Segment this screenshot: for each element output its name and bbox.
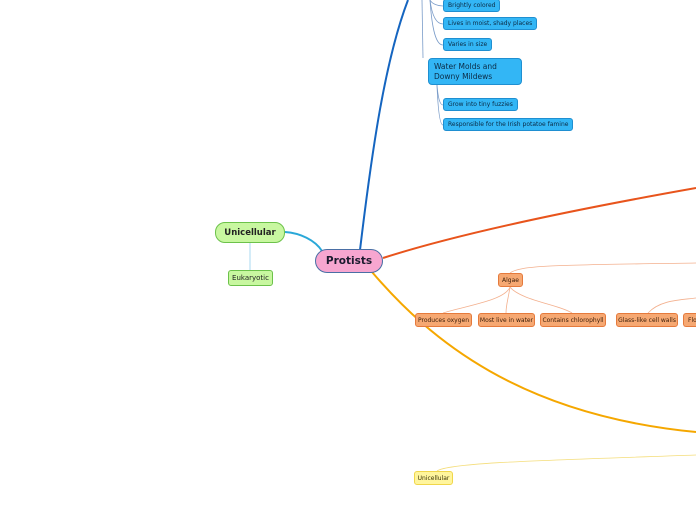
link-blue-c [429,0,444,46]
subtopic-eukaryotic[interactable]: Eukaryotic [228,270,273,286]
link-blue-top [421,0,424,59]
link-glass [647,297,696,314]
branch-line-orange [382,187,696,259]
subtopic-varies-in-size[interactable]: Varies in size [443,38,493,51]
central-topic-protists[interactable]: Protists [315,249,383,273]
subtopic-grow-into-fuzzies[interactable]: Grow into tiny fuzzies [443,98,518,111]
branch-line-blue [359,0,409,251]
link-blue-a [429,0,444,7]
link-algae-3 [509,286,573,314]
subtopic-produces-oxygen[interactable]: Produces oxygen [415,313,472,327]
link-water-b [436,84,444,126]
branch-line-yellow [371,271,696,433]
subtopic-lives-in-moist-places[interactable]: Lives in moist, shady places [443,17,538,30]
subtopic-brightly-colored[interactable]: Brightly colored [443,0,501,12]
link-algae-1 [442,286,511,314]
subtopic-unicellular-yellow[interactable]: Unicellular [414,471,453,485]
branch-line-cyan [284,231,323,252]
link-yellow-unicellular [436,454,696,472]
topic-unicellular[interactable]: Unicellular [215,222,285,243]
subtopic-irish-potato-famine[interactable]: Responsible for the Irish potatoe famine [443,118,574,131]
subtopic-most-live-in-water[interactable]: Most live in water [478,313,535,327]
subtopic-flo-clipped[interactable]: Flo [683,313,696,327]
topic-algae[interactable]: Algae [498,273,523,287]
link-algae-parent [509,262,696,274]
link-algae-2 [505,286,511,314]
subtopic-contains-chlorophyll[interactable]: Contains chlorophyll [540,313,606,327]
subtopic-glass-like-cell-walls[interactable]: Glass-like cell walls [616,313,678,327]
topic-water-molds[interactable]: Water Molds and Downy Mildews [428,58,522,85]
